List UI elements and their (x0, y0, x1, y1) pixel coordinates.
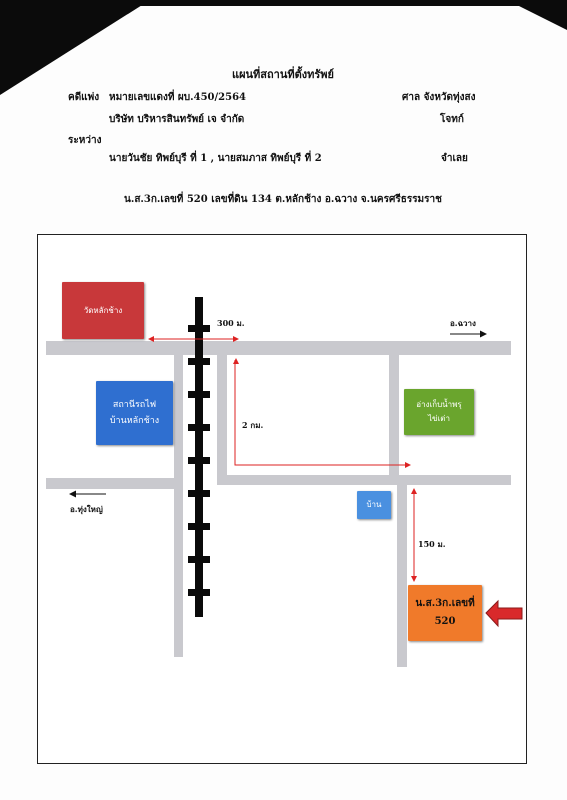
railway-tie (188, 424, 210, 431)
railway-tie (188, 523, 210, 530)
reservoir-box: อ่างเก็บน้ำพรุ ไข่เต่า (404, 389, 474, 435)
document-title: แผนที่สถานที่ตั้งทรัพย์ (232, 68, 334, 81)
case-label: คดีแพ่ง (68, 92, 100, 103)
between-label: ระหว่าง (68, 135, 102, 146)
railway-tie (188, 457, 210, 464)
property-box: น.ส.3ก.เลขที่ 520 (408, 585, 482, 641)
railway-tie (188, 358, 210, 365)
station-label-2: บ้านหลักช้าง (109, 416, 160, 426)
arrow-2km (234, 360, 411, 468)
property-label-1: น.ส.3ก.เลขที่ (415, 598, 475, 609)
plaintiff-role: โจทก์ (440, 114, 464, 125)
road-to-property (397, 485, 407, 667)
direction-thungyai: อ.ทุ่งใหญ่ (70, 504, 103, 514)
direction-chawang: อ.ฉวาง (450, 318, 476, 328)
house-box: บ้าน (357, 491, 391, 519)
scan-shadow-right (507, 0, 567, 30)
road-to-reservoir (389, 355, 399, 475)
property-pointer-icon (485, 599, 523, 628)
road-left-vertical (174, 355, 183, 657)
reservoir-label-2: ไข่เต่า (428, 414, 450, 423)
court-name: ศาล จังหวัดทุ่งสง (402, 92, 476, 103)
station-box: สถานีรถไฟ บ้านหลักช้าง (96, 381, 173, 445)
scan-shadow (0, 0, 150, 95)
station-label-1: สถานีรถไฟ (112, 400, 157, 410)
railway-tie (188, 589, 210, 596)
road-branch-east (217, 475, 511, 485)
railway-tie (188, 325, 210, 332)
main-road (46, 341, 511, 355)
deed-line: น.ส.3ก.เลขที่ 520 เลขที่ดิน 134 ต.หลักช้… (124, 194, 442, 205)
location-map: วัดหลักช้าง สถานีรถไฟ บ้านหลักช้าง อ่างเ… (37, 234, 527, 764)
distance-150m: 150 ม. (418, 539, 446, 549)
house-label: บ้าน (366, 500, 382, 509)
railway-tie (188, 490, 210, 497)
railway-tie (188, 391, 210, 398)
property-label-2: 520 (434, 616, 456, 627)
plaintiff-name: บริษัท บริหารสินทรัพย์ เจ จำกัด (109, 114, 245, 125)
wat-label: วัดหลักช้าง (83, 305, 123, 315)
distance-300m: 300 ม. (217, 318, 245, 328)
reservoir-label-1: อ่างเก็บน้ำพรุ (416, 400, 462, 409)
road-thungyai (46, 478, 174, 489)
case-number: หมายเลขแดงที่ ผบ.450/2564 (109, 92, 246, 103)
defendant-names: นายวันชัย ทิพย์บุรี ที่ 1 , นายสมภาส ทิพ… (109, 153, 322, 164)
distance-2km: 2 กม. (242, 420, 264, 430)
map-arrows (69, 330, 523, 628)
scan-shadow-top (0, 0, 560, 6)
road-center-vertical (217, 355, 227, 485)
railway-tie (188, 556, 210, 563)
defendant-role: จำเลย (441, 153, 468, 164)
wat-lakchang-box: วัดหลักช้าง (62, 282, 144, 339)
